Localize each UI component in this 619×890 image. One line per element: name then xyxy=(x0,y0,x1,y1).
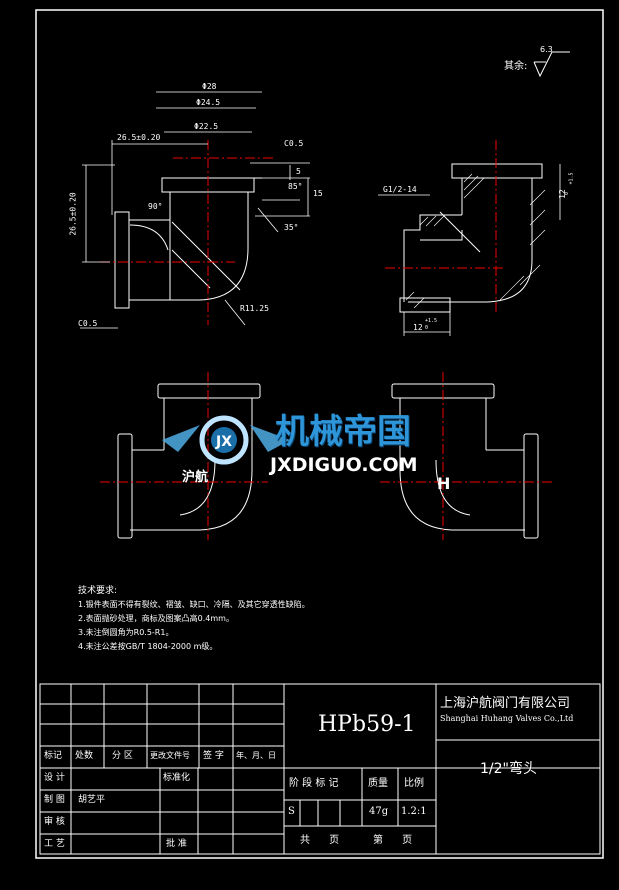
drawing-border xyxy=(35,9,604,859)
company-name-en: Shanghai Huhang Valves Co.,Ltd xyxy=(440,714,574,723)
section-right-centerlines xyxy=(385,140,505,315)
dim-12-right-tol: +1.5 xyxy=(568,172,575,185)
rev-header-zone: 分 区 xyxy=(112,751,133,761)
mass-header: 质量 xyxy=(368,778,388,789)
total-pages: 共 页 xyxy=(300,835,340,846)
rev-header-date: 年、月、日 xyxy=(236,751,276,760)
notes-item-4: 4.未注公差按GB/T 1804-2000 m级。 xyxy=(78,642,218,651)
dim-5: 5 xyxy=(296,167,301,176)
part-name: 1/2"弯头 xyxy=(480,761,537,777)
notes-item-1: 1.锻件表面不得有裂纹、褶皱、缺口、冷隔、及其它穿透性缺陷。 xyxy=(78,600,310,609)
watermark-url: JXDIGUO.COM xyxy=(270,454,418,476)
surface-finish-label: 其余: xyxy=(504,61,528,72)
dim-c05-top: C0.5 xyxy=(284,139,304,148)
role-review: 审 核 xyxy=(44,817,65,827)
dim-85deg: 85° xyxy=(288,182,303,191)
dim-v265: 26.5±0.20 xyxy=(68,192,78,236)
designer-name: 胡艺平 xyxy=(78,795,106,805)
role-draw: 制 图 xyxy=(44,795,65,805)
section-view-right xyxy=(399,163,543,313)
watermark-mark-right: H xyxy=(437,474,451,493)
dim-12-bottom-tol2: 0 xyxy=(425,325,429,331)
front-view-left xyxy=(117,383,261,539)
front-view-right xyxy=(391,383,539,539)
svg-text:JX: JX xyxy=(215,434,232,450)
material-label: HPb59-1 xyxy=(318,712,416,737)
notes-title: 技术要求: xyxy=(78,586,118,596)
stage-header: 阶 段 标 记 xyxy=(289,778,339,789)
dim-r1125: R11.25 xyxy=(240,304,269,313)
watermark-logo: JX xyxy=(162,415,290,465)
notes-item-2: 2.表面抛砂处理，商标及图案凸高0.4mm。 xyxy=(78,614,234,623)
scale-header: 比例 xyxy=(404,778,424,789)
dim-d225: Φ22.5 xyxy=(194,122,219,131)
dim-12-bottom-tol: +1.5 xyxy=(425,318,438,324)
dim-12-right-tol2: 0 xyxy=(564,191,571,196)
dim-thread: G1/2-14 xyxy=(383,185,417,194)
dim-15: 15 xyxy=(313,189,323,198)
dim-h265: 26.5±0.20 xyxy=(117,133,161,142)
watermark-brand: 机械帝国 xyxy=(275,412,411,452)
dim-90deg: 90° xyxy=(148,202,163,211)
stage-value: S xyxy=(288,806,295,817)
surface-finish-value: 6.3 xyxy=(540,45,553,54)
section-view-left xyxy=(114,177,262,309)
company-name-cn: 上海沪航阀门有限公司 xyxy=(440,696,571,711)
dim-35deg: 35° xyxy=(284,223,299,232)
dim-d28: Φ28 xyxy=(202,82,217,91)
approve-label: 批 准 xyxy=(166,839,187,849)
dim-c05-left: C0.5 xyxy=(78,319,98,328)
section-right-dimension-lines xyxy=(378,164,561,336)
watermark-mark-left: 沪航 xyxy=(182,470,209,485)
dim-12-bottom: 12 xyxy=(413,323,423,332)
rev-header-doc: 更改文件号 xyxy=(150,751,190,760)
section-centerlines xyxy=(100,140,275,325)
scale-value: 1.2:1 xyxy=(401,806,427,817)
front-view-centerlines xyxy=(100,372,555,540)
rev-header-count: 处数 xyxy=(75,751,94,761)
title-block xyxy=(39,683,601,855)
rev-header-sign: 签 字 xyxy=(203,751,224,761)
section-right-hatching xyxy=(405,173,546,309)
surface-finish-symbol xyxy=(533,51,570,78)
page-number: 第 页 xyxy=(373,835,413,846)
rev-header-mark: 标记 xyxy=(44,751,63,761)
dim-d245: Φ24.5 xyxy=(196,98,221,107)
standardize-label: 标准化 xyxy=(163,773,191,783)
section-dimension-lines xyxy=(80,91,310,329)
notes-item-3: 3.未注倒圆角为R0.5-R1。 xyxy=(78,628,174,637)
mass-value: 47g xyxy=(369,806,389,817)
role-design: 设 计 xyxy=(44,773,65,783)
role-process: 工 艺 xyxy=(44,839,65,849)
